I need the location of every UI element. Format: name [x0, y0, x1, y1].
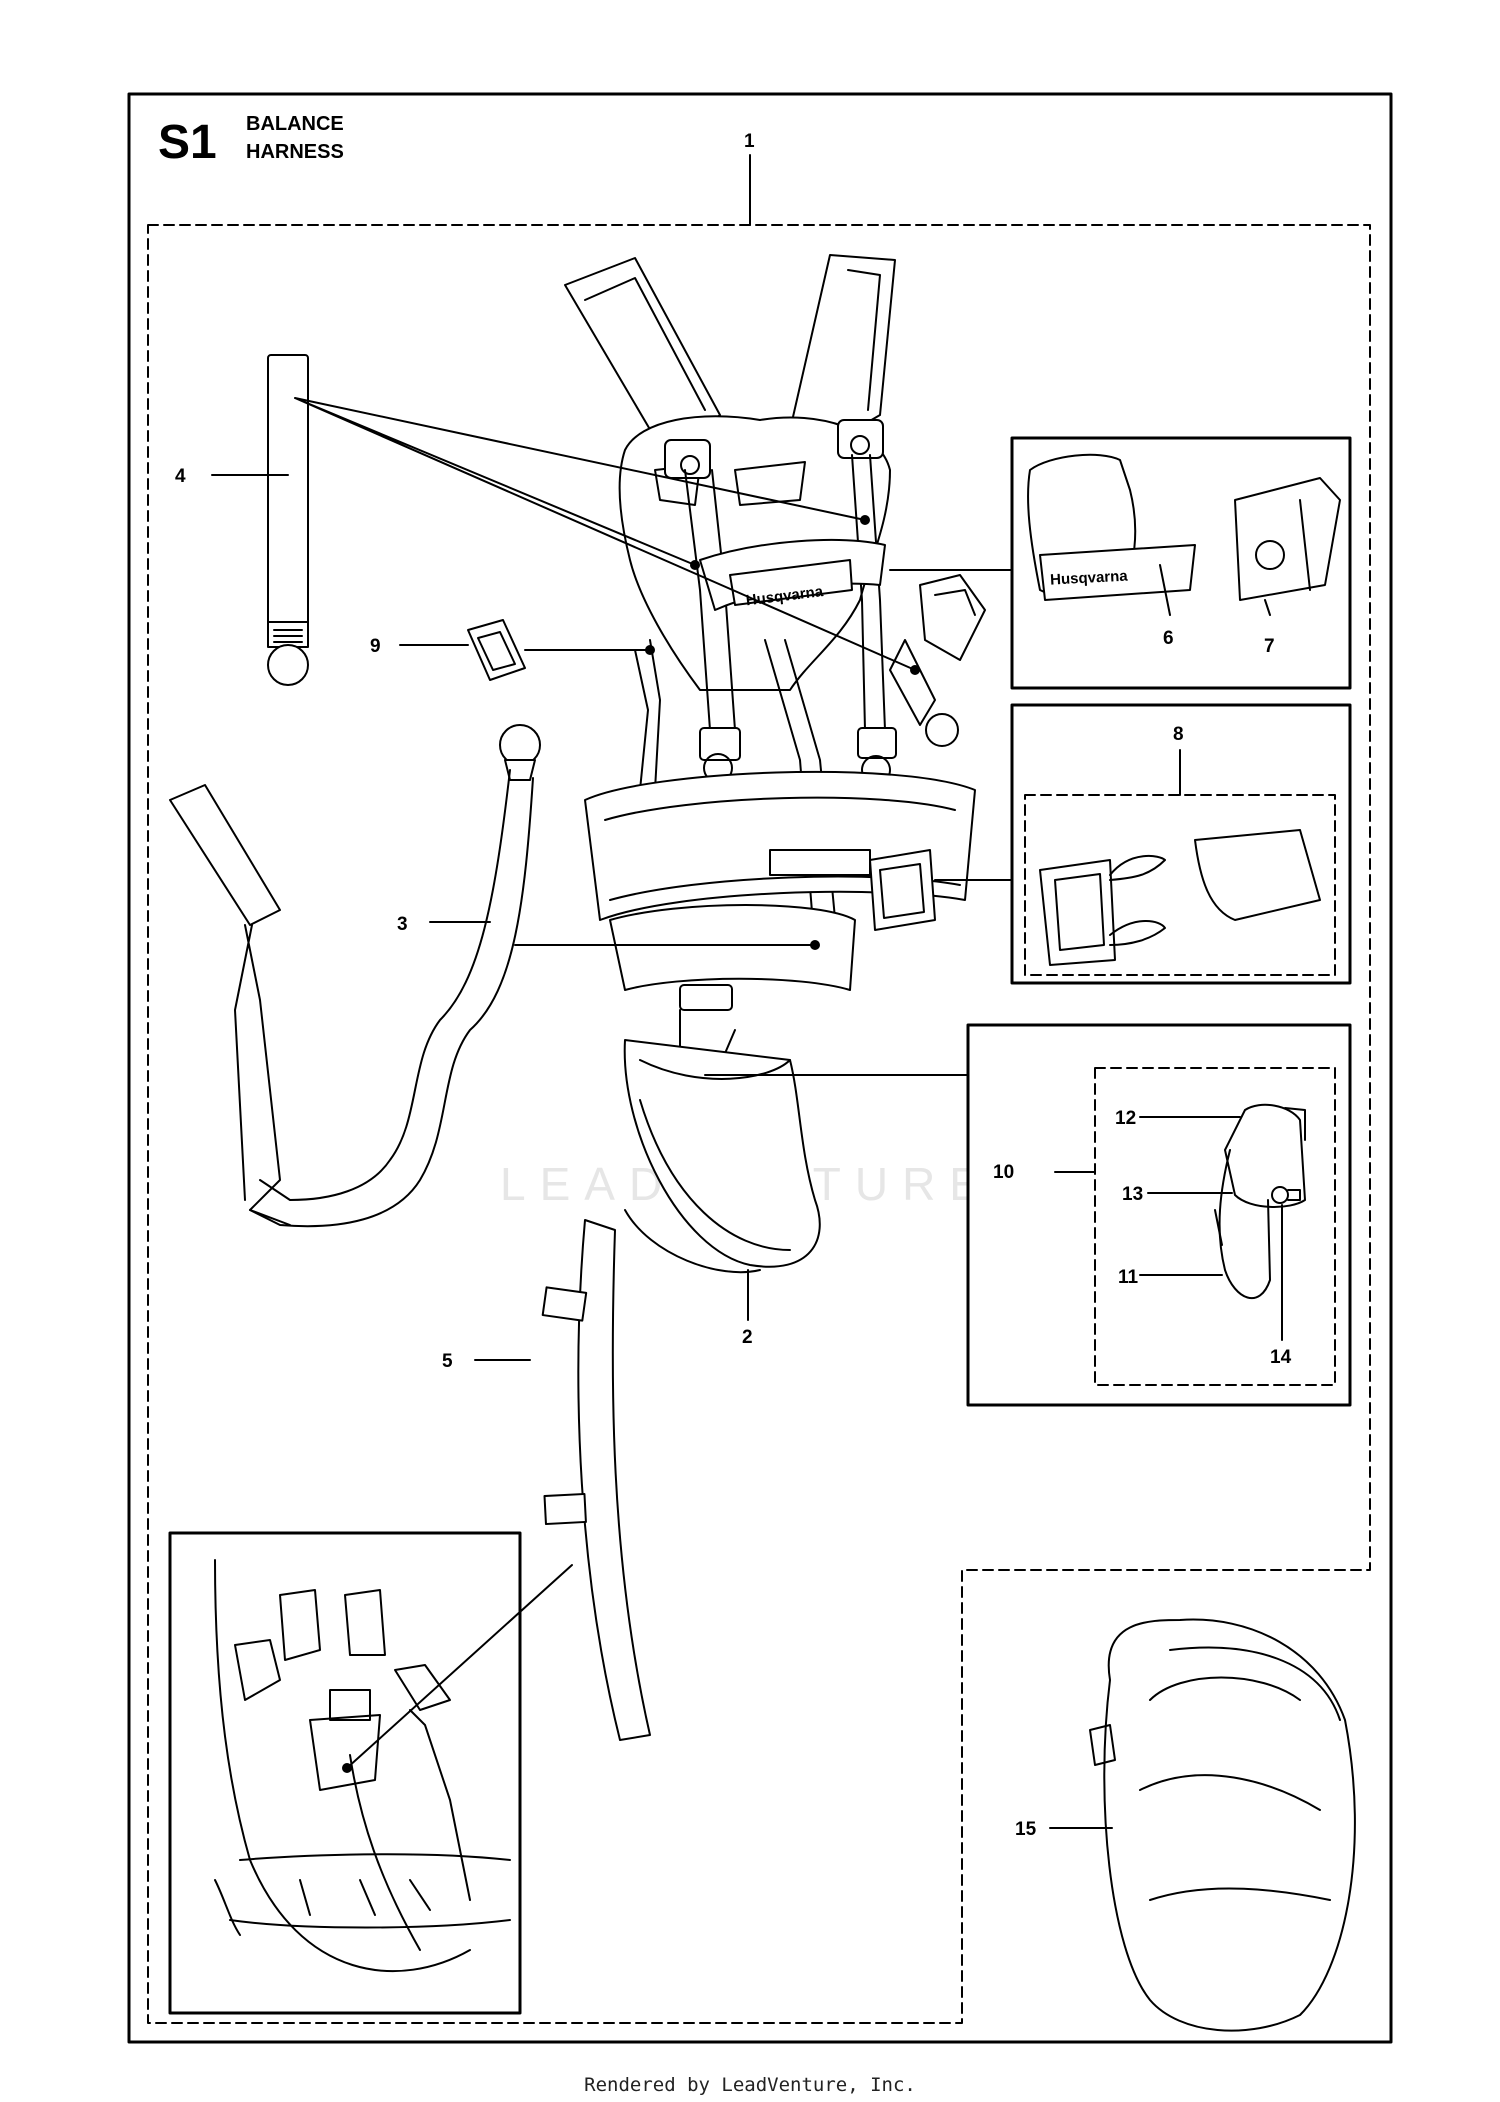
callout-14: 14	[1270, 1347, 1292, 1368]
callout-2: 2	[742, 1327, 753, 1348]
section-title-line1: BALANCE	[246, 113, 344, 135]
part-strap-5	[541, 1219, 651, 1741]
part-plate-6: Husqvarna	[1027, 453, 1196, 601]
part-pad-3	[169, 724, 541, 1228]
detail-box-10	[966, 1023, 1352, 1407]
leader-6	[889, 564, 1171, 616]
callout-13: 13	[1122, 1184, 1143, 1205]
leader-inset	[346, 1564, 573, 1769]
group-boundary-10	[1094, 1067, 1336, 1386]
part-bag-15	[1089, 1618, 1356, 2032]
callout-11: 11	[1118, 1267, 1139, 1288]
callout-12: 12	[1115, 1108, 1136, 1129]
leader-9	[399, 644, 651, 651]
part-buckle-8	[1039, 829, 1321, 966]
part-strap-4	[267, 354, 309, 686]
part-hook-assembly	[1214, 1103, 1306, 1300]
callout-4: 4	[175, 466, 186, 487]
callout-1: 1	[744, 131, 755, 152]
part-cover-7	[1234, 477, 1341, 601]
inset-harness-view	[214, 1559, 511, 1973]
callout-10: 10	[993, 1162, 1014, 1183]
plate-brand-label: Husqvarna	[1050, 568, 1129, 589]
diagram-frame	[127, 92, 1393, 2044]
leader-10	[704, 1074, 1096, 1173]
leader-4-fan	[294, 397, 916, 671]
callout-8: 8	[1173, 724, 1184, 745]
inset-detail-box	[168, 1531, 522, 2015]
footer-credit: Rendered by LeadVenture, Inc.	[584, 2074, 916, 2096]
callout-15: 15	[1015, 1819, 1037, 1840]
leader-3	[429, 921, 816, 946]
group-boundary-1	[147, 224, 1371, 2024]
callout-7: 7	[1264, 636, 1275, 657]
section-code: S1	[158, 116, 217, 169]
callout-3: 3	[397, 914, 408, 935]
callout-9: 9	[370, 636, 381, 657]
callout-5: 5	[442, 1351, 453, 1372]
callout-6: 6	[1163, 628, 1174, 649]
part-buckle-9	[467, 619, 526, 681]
section-title-line2: HARNESS	[246, 141, 344, 163]
leader-7	[1264, 599, 1271, 616]
group-boundary-8	[1024, 794, 1336, 976]
harness-assembly: Husqvarna	[564, 254, 986, 1274]
